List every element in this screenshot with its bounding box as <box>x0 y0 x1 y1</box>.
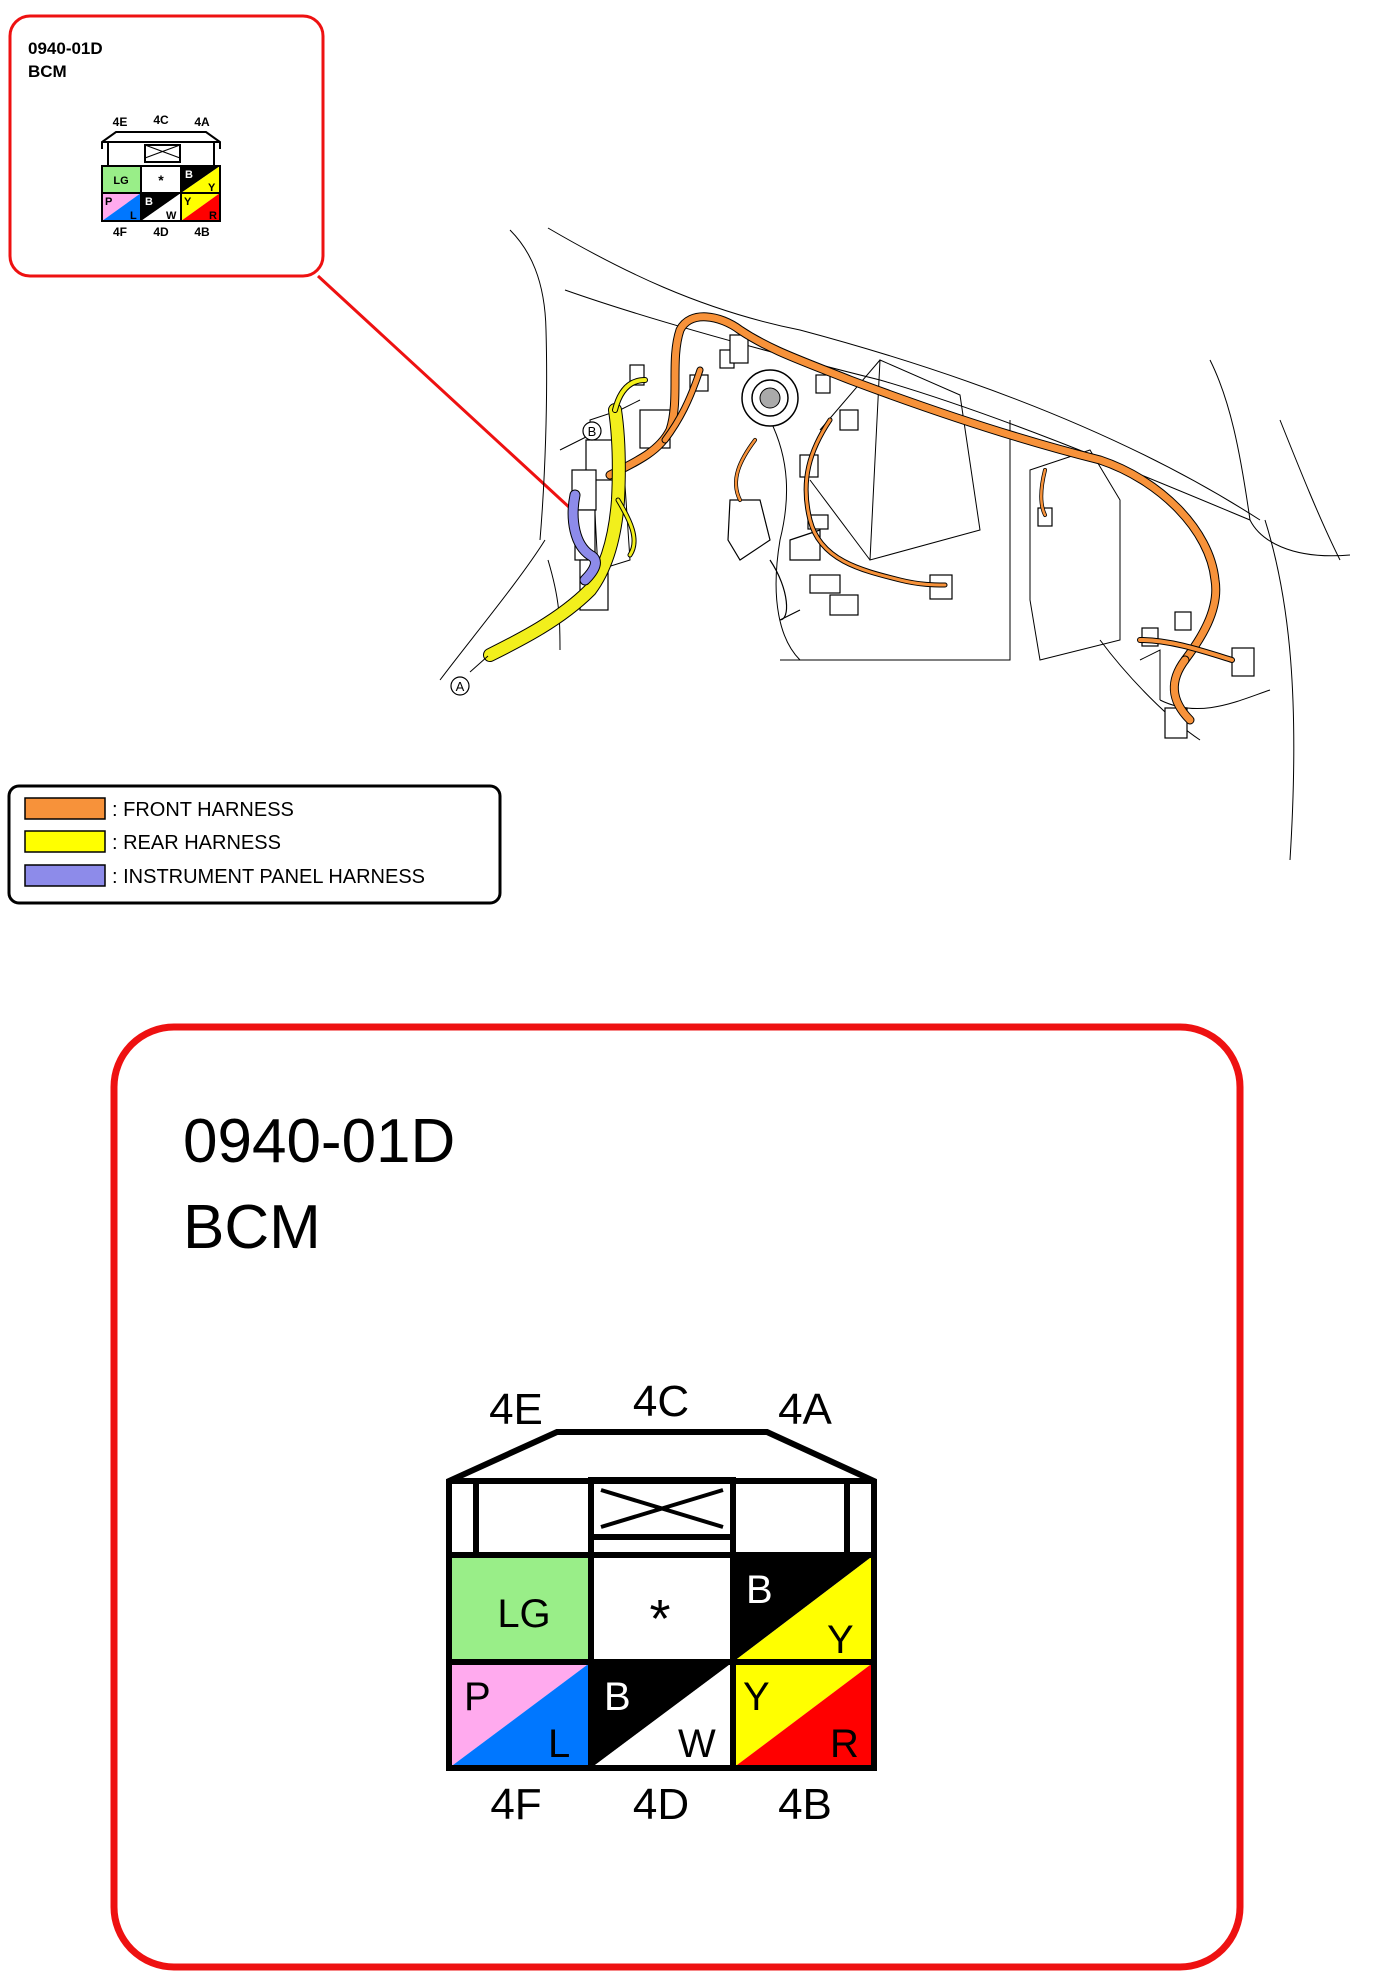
small-pin-4f-primary: P <box>105 196 112 208</box>
instrument-panel-harness-swatch <box>24 864 106 887</box>
front-harness <box>605 312 1235 725</box>
small-label-4b: 4B <box>194 225 210 239</box>
small-pin-4c-label: * <box>158 172 164 188</box>
front-harness-label: : FRONT HARNESS <box>112 799 294 821</box>
marker-a-label: A <box>456 679 465 694</box>
small-pin-4a-secondary: Y <box>208 182 216 194</box>
pin-4d-primary-label: B <box>604 1675 631 1719</box>
pin-4b-secondary-fill <box>733 1662 874 1768</box>
marker-a: A <box>450 655 489 696</box>
instrument-panel-harness <box>567 489 601 586</box>
small-label-4f: 4F <box>113 225 127 239</box>
small-connector-name: BCM <box>28 62 67 81</box>
pin-4b-secondary-label: R <box>830 1722 859 1766</box>
instrument-panel-harness-label: : INSTRUMENT PANEL HARNESS <box>112 866 425 888</box>
pin-4f-secondary-fill <box>449 1662 591 1768</box>
connector-face: 4E 4C 4A <box>446 1377 877 1829</box>
label-4c: 4C <box>633 1377 689 1426</box>
small-connector-code: 0940-01D <box>28 39 103 58</box>
harness-legend: : FRONT HARNESS : REAR HARNESS : INSTRUM… <box>7 784 502 905</box>
large-callout: 0940-01D BCM 4E 4C 4A <box>110 1023 1244 1971</box>
pin-4c-label: * <box>649 1589 670 1649</box>
pin-4e <box>449 1555 591 1662</box>
rear-harness-label: : REAR HARNESS <box>112 832 281 854</box>
pin-4b-primary-label: Y <box>743 1675 770 1719</box>
pin-4a-secondary-fill <box>733 1555 874 1662</box>
small-label-4c: 4C <box>153 113 169 127</box>
small-connector-face: 4E 4C 4A LG <box>101 113 221 239</box>
small-pin-4d-primary: B <box>145 196 153 208</box>
pin-4d-secondary-fill <box>591 1662 733 1768</box>
callout-leader-line <box>316 274 585 522</box>
small-label-4e: 4E <box>113 115 128 129</box>
small-pin-4e <box>102 166 141 193</box>
connector-name: BCM <box>183 1193 321 1262</box>
marker-b: B <box>582 421 602 441</box>
label-4f: 4F <box>490 1780 541 1829</box>
small-pin-4a-primary: B <box>185 169 193 181</box>
rear-harness-swatch <box>24 830 106 853</box>
vehicle-outline <box>439 227 1351 861</box>
pin-4a-primary-label: B <box>746 1568 773 1612</box>
small-pin-4f-secondary: L <box>130 210 137 222</box>
small-pin-4c <box>141 166 181 193</box>
pin-4c <box>591 1555 733 1662</box>
marker-b-label: B <box>588 424 597 439</box>
label-4a: 4A <box>778 1385 832 1434</box>
small-pin-4b-primary: Y <box>184 196 192 208</box>
pin-4a-secondary-label: Y <box>827 1618 854 1662</box>
small-callout: 0940-01D BCM 4E 4C 4A <box>8 14 325 278</box>
connector-code: 0940-01D <box>183 1107 455 1176</box>
pin-4d-secondary-label: W <box>678 1722 716 1766</box>
small-label-4a: 4A <box>194 115 210 129</box>
small-pin-4b-secondary: R <box>209 210 217 222</box>
small-label-4d: 4D <box>153 225 169 239</box>
pin-4f-primary-label: P <box>464 1675 491 1719</box>
pin-4f-secondary-label: L <box>548 1722 570 1766</box>
label-4d: 4D <box>633 1780 689 1829</box>
front-harness-swatch <box>24 797 106 820</box>
rear-harness <box>483 377 648 662</box>
label-4e: 4E <box>489 1385 543 1434</box>
label-4b: 4B <box>778 1780 832 1829</box>
pin-4e-label: LG <box>497 1592 550 1636</box>
small-pin-4e-label: LG <box>113 175 128 187</box>
steering-column <box>741 369 799 427</box>
small-pin-4d-secondary: W <box>166 210 177 222</box>
